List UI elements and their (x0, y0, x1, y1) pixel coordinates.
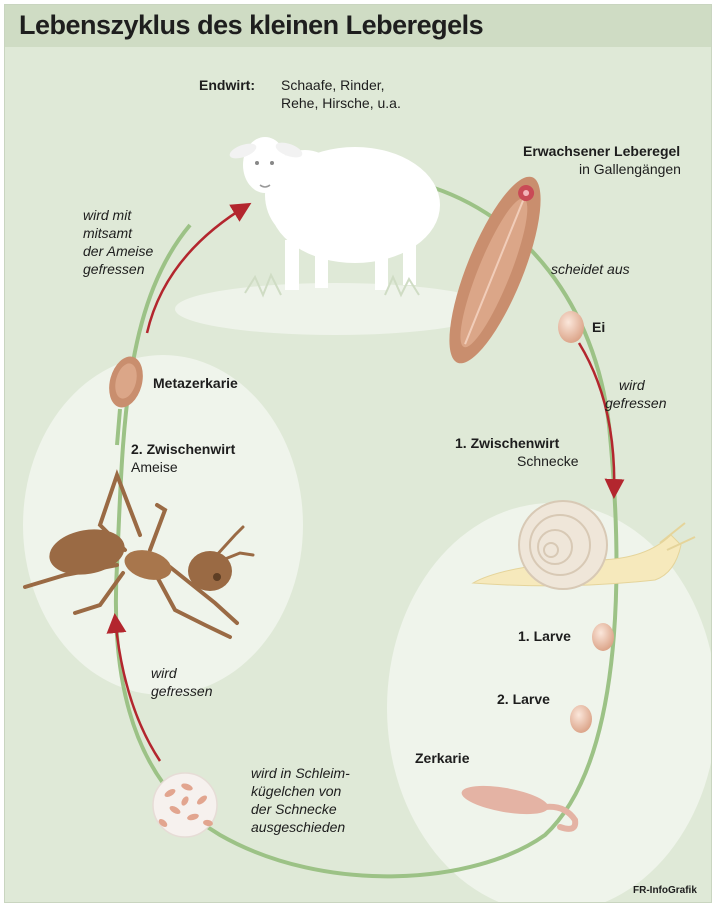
slime-label-1: wird in Schleim- (251, 765, 350, 782)
eaten-ant-label-1: wird mit (83, 207, 131, 224)
adult-fluke-icon (432, 167, 559, 373)
adult-fluke-label: Erwachsener Leberegel (523, 143, 680, 160)
diagram-frame: Lebenszyklus des kleinen Leberegels (4, 4, 712, 903)
eaten-ant-label-4: gefressen (83, 261, 144, 278)
adult-fluke-sublabel: in Gallengängen (579, 161, 681, 178)
slime-label-3: der Schnecke (251, 801, 337, 818)
slime-ball-icon (153, 773, 217, 837)
second-host-label: 2. Zwischenwirt (131, 441, 235, 458)
larva-1-icon (592, 623, 614, 651)
ant-host-area (23, 355, 303, 695)
slime-label-4: ausgeschieden (251, 819, 345, 836)
excretes-label: scheidet aus (551, 261, 630, 278)
eaten-label-1b: gefressen (605, 395, 666, 412)
egg-icon (558, 311, 584, 343)
larva-2-label: 2. Larve (497, 691, 550, 708)
metacercaria-label: Metazerkarie (153, 375, 238, 392)
eaten-ant-label-2: mitsamt (83, 225, 132, 242)
credit-label: FR-InfoGrafik (633, 885, 697, 897)
eaten-ant-label-3: der Ameise (83, 243, 153, 260)
final-host-text-1: Schaafe, Rinder, (281, 77, 385, 94)
sheep-icon (228, 137, 440, 295)
lifecycle-artwork (5, 5, 712, 903)
eaten-label-1a: wird (619, 377, 645, 394)
first-host-label: 1. Zwischenwirt (455, 435, 559, 452)
larva-2-icon (570, 705, 592, 733)
egg-label: Ei (592, 319, 605, 336)
final-host-label: Endwirt: (199, 77, 255, 94)
second-host-sublabel: Ameise (131, 459, 178, 476)
larva-1-label: 1. Larve (518, 628, 571, 645)
sheep-shadow (175, 283, 495, 335)
first-host-sublabel: Schnecke (517, 453, 578, 470)
final-host-text-2: Rehe, Hirsche, u.a. (281, 95, 401, 112)
slime-label-2: kügelchen von (251, 783, 341, 800)
eaten-label-2a: wird (151, 665, 177, 682)
cercaria-label: Zerkarie (415, 750, 469, 767)
eaten-label-2b: gefressen (151, 683, 212, 700)
